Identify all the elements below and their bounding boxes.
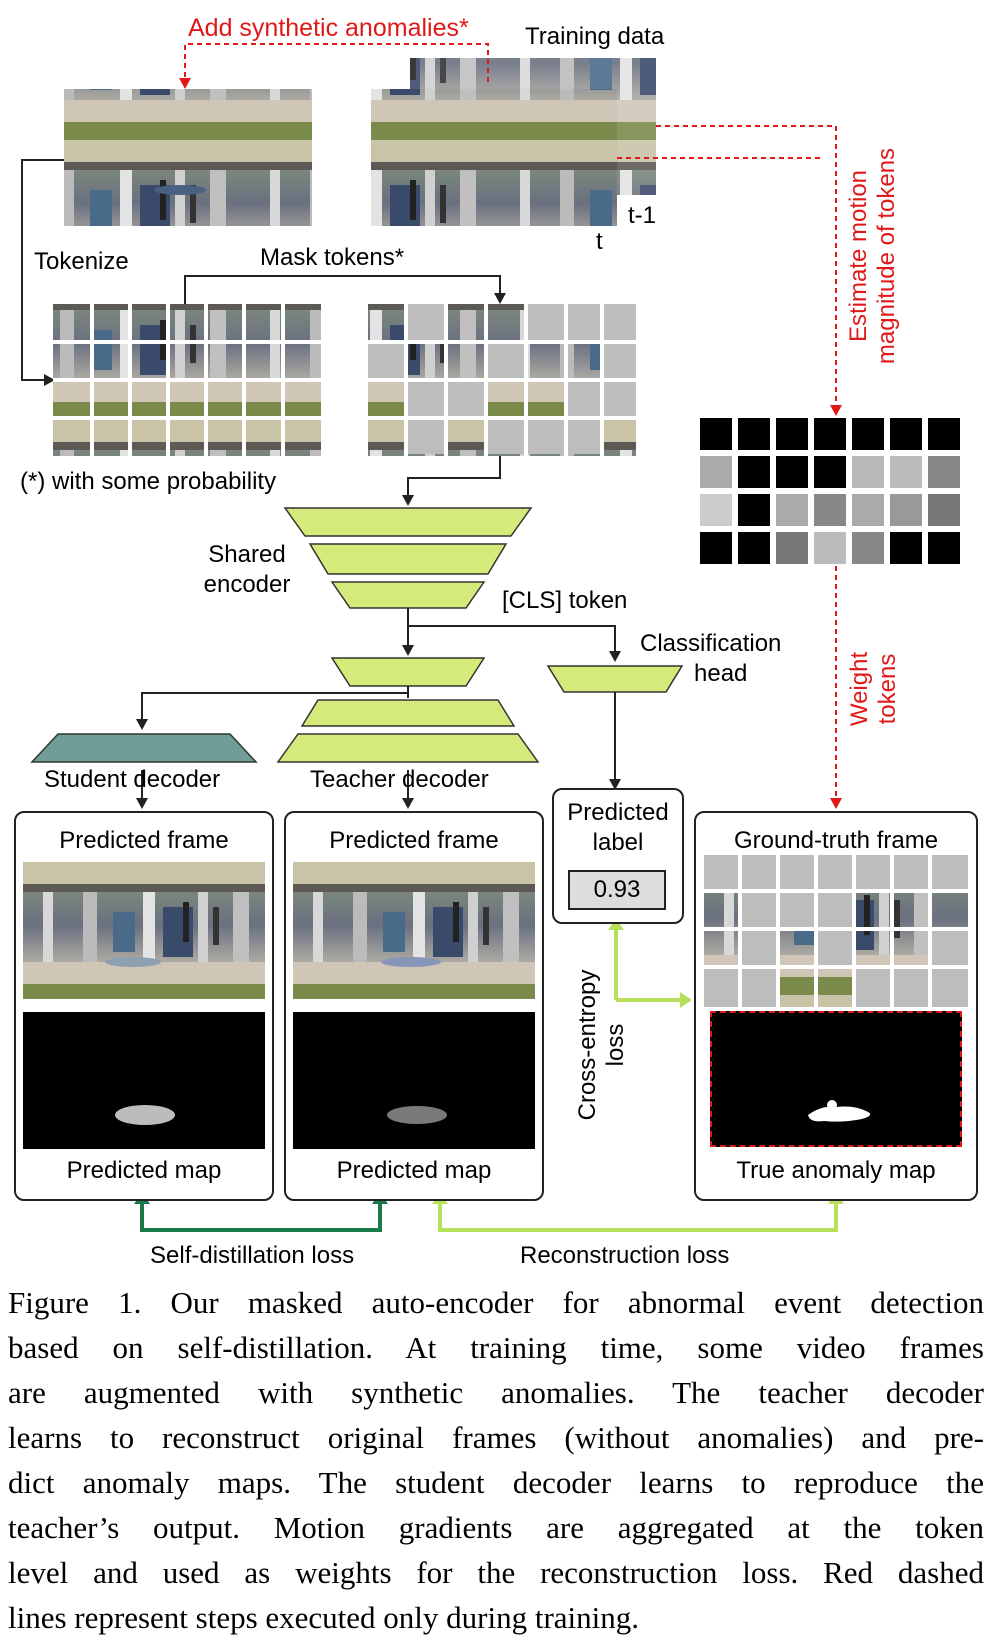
caption-line: teacher’s output. Motion gradients are a… xyxy=(8,1510,984,1545)
probability-note: (*) with some probability xyxy=(20,468,277,495)
teacher-output-panel: Predicted frame Predicted map xyxy=(284,811,544,1201)
estimate-motion-label: Estimate motion magnitude of tokens xyxy=(845,147,900,365)
caption-line: Figure 1. Our masked auto-encoder for ab… xyxy=(8,1285,984,1320)
predicted-label-panel: Predicted label 0.93 xyxy=(552,788,684,924)
classification-head-label-2: head xyxy=(694,660,748,687)
training-data-label: Training data xyxy=(525,23,665,50)
teacher-predicted-frame xyxy=(293,862,535,999)
motion-magnitude-grid xyxy=(700,418,960,564)
tokenize-label: Tokenize xyxy=(34,248,129,275)
caption-line: are augmented with synthetic anomalies. … xyxy=(8,1375,984,1410)
figure-caption: Figure 1. Our masked auto-encoder for ab… xyxy=(8,1280,984,1640)
student-predicted-frame-title: Predicted frame xyxy=(59,827,229,854)
caption-line: dict anomaly maps. The student decoder l… xyxy=(8,1465,984,1500)
true-anomaly-map-label: True anomaly map xyxy=(736,1157,936,1184)
shared-encoder xyxy=(283,507,533,609)
teacher-predicted-map-label: Predicted map xyxy=(336,1157,492,1184)
frame-t-label: t xyxy=(596,228,603,255)
teacher-decoder xyxy=(276,699,540,763)
shared-encoder-label: Shared encoder xyxy=(203,541,291,598)
teacher-predicted-frame-title: Predicted frame xyxy=(329,827,499,854)
ground-truth-title: Ground-truth frame xyxy=(733,827,939,854)
student-decoder xyxy=(30,733,258,763)
figure-graphics xyxy=(21,43,960,1232)
predicted-label-title: Predicted label xyxy=(567,799,669,856)
teacher-decoder-label: Teacher decoder xyxy=(310,766,489,793)
student-predicted-map-label: Predicted map xyxy=(66,1157,222,1184)
decoder-trunk xyxy=(330,657,486,687)
teacher-predicted-map xyxy=(293,1012,535,1149)
caption-line: level and used as weights for the recons… xyxy=(8,1555,984,1590)
student-predicted-map xyxy=(23,1012,265,1149)
ground-truth-panel: Ground-truth frame True anomaly map xyxy=(694,811,978,1201)
student-output-panel: Predicted frame Predicted map xyxy=(14,811,274,1201)
mask-tokens-label: Mask tokens* xyxy=(260,244,405,271)
ground-truth-frame xyxy=(704,855,968,1007)
masked-tokens xyxy=(368,304,636,454)
weight-tokens-label: Weight tokens xyxy=(846,651,901,727)
frame-t1-label: t-1 xyxy=(628,202,657,229)
caption-line: learns to reconstruct original frames (w… xyxy=(8,1420,984,1455)
cls-token-label: [CLS] token xyxy=(502,587,628,614)
caption-line: based on self-distillation. At training … xyxy=(8,1330,984,1365)
caption-line: lines represent steps executed only duri… xyxy=(8,1600,640,1635)
add-anomalies-label: Add synthetic anomalies* xyxy=(188,14,469,42)
predicted-label-value: 0.93 xyxy=(568,870,666,910)
classification-head xyxy=(546,665,684,693)
student-decoder-label: Student decoder xyxy=(44,766,221,793)
student-predicted-frame xyxy=(23,862,265,999)
cross-entropy-label: Cross-entropy loss xyxy=(574,969,629,1121)
classification-head-label-1: Classification xyxy=(640,630,782,657)
reconstruction-loss-label: Reconstruction loss xyxy=(520,1242,730,1269)
self-distillation-loss-label: Self-distillation loss xyxy=(150,1242,355,1269)
true-anomaly-map xyxy=(710,1011,962,1147)
